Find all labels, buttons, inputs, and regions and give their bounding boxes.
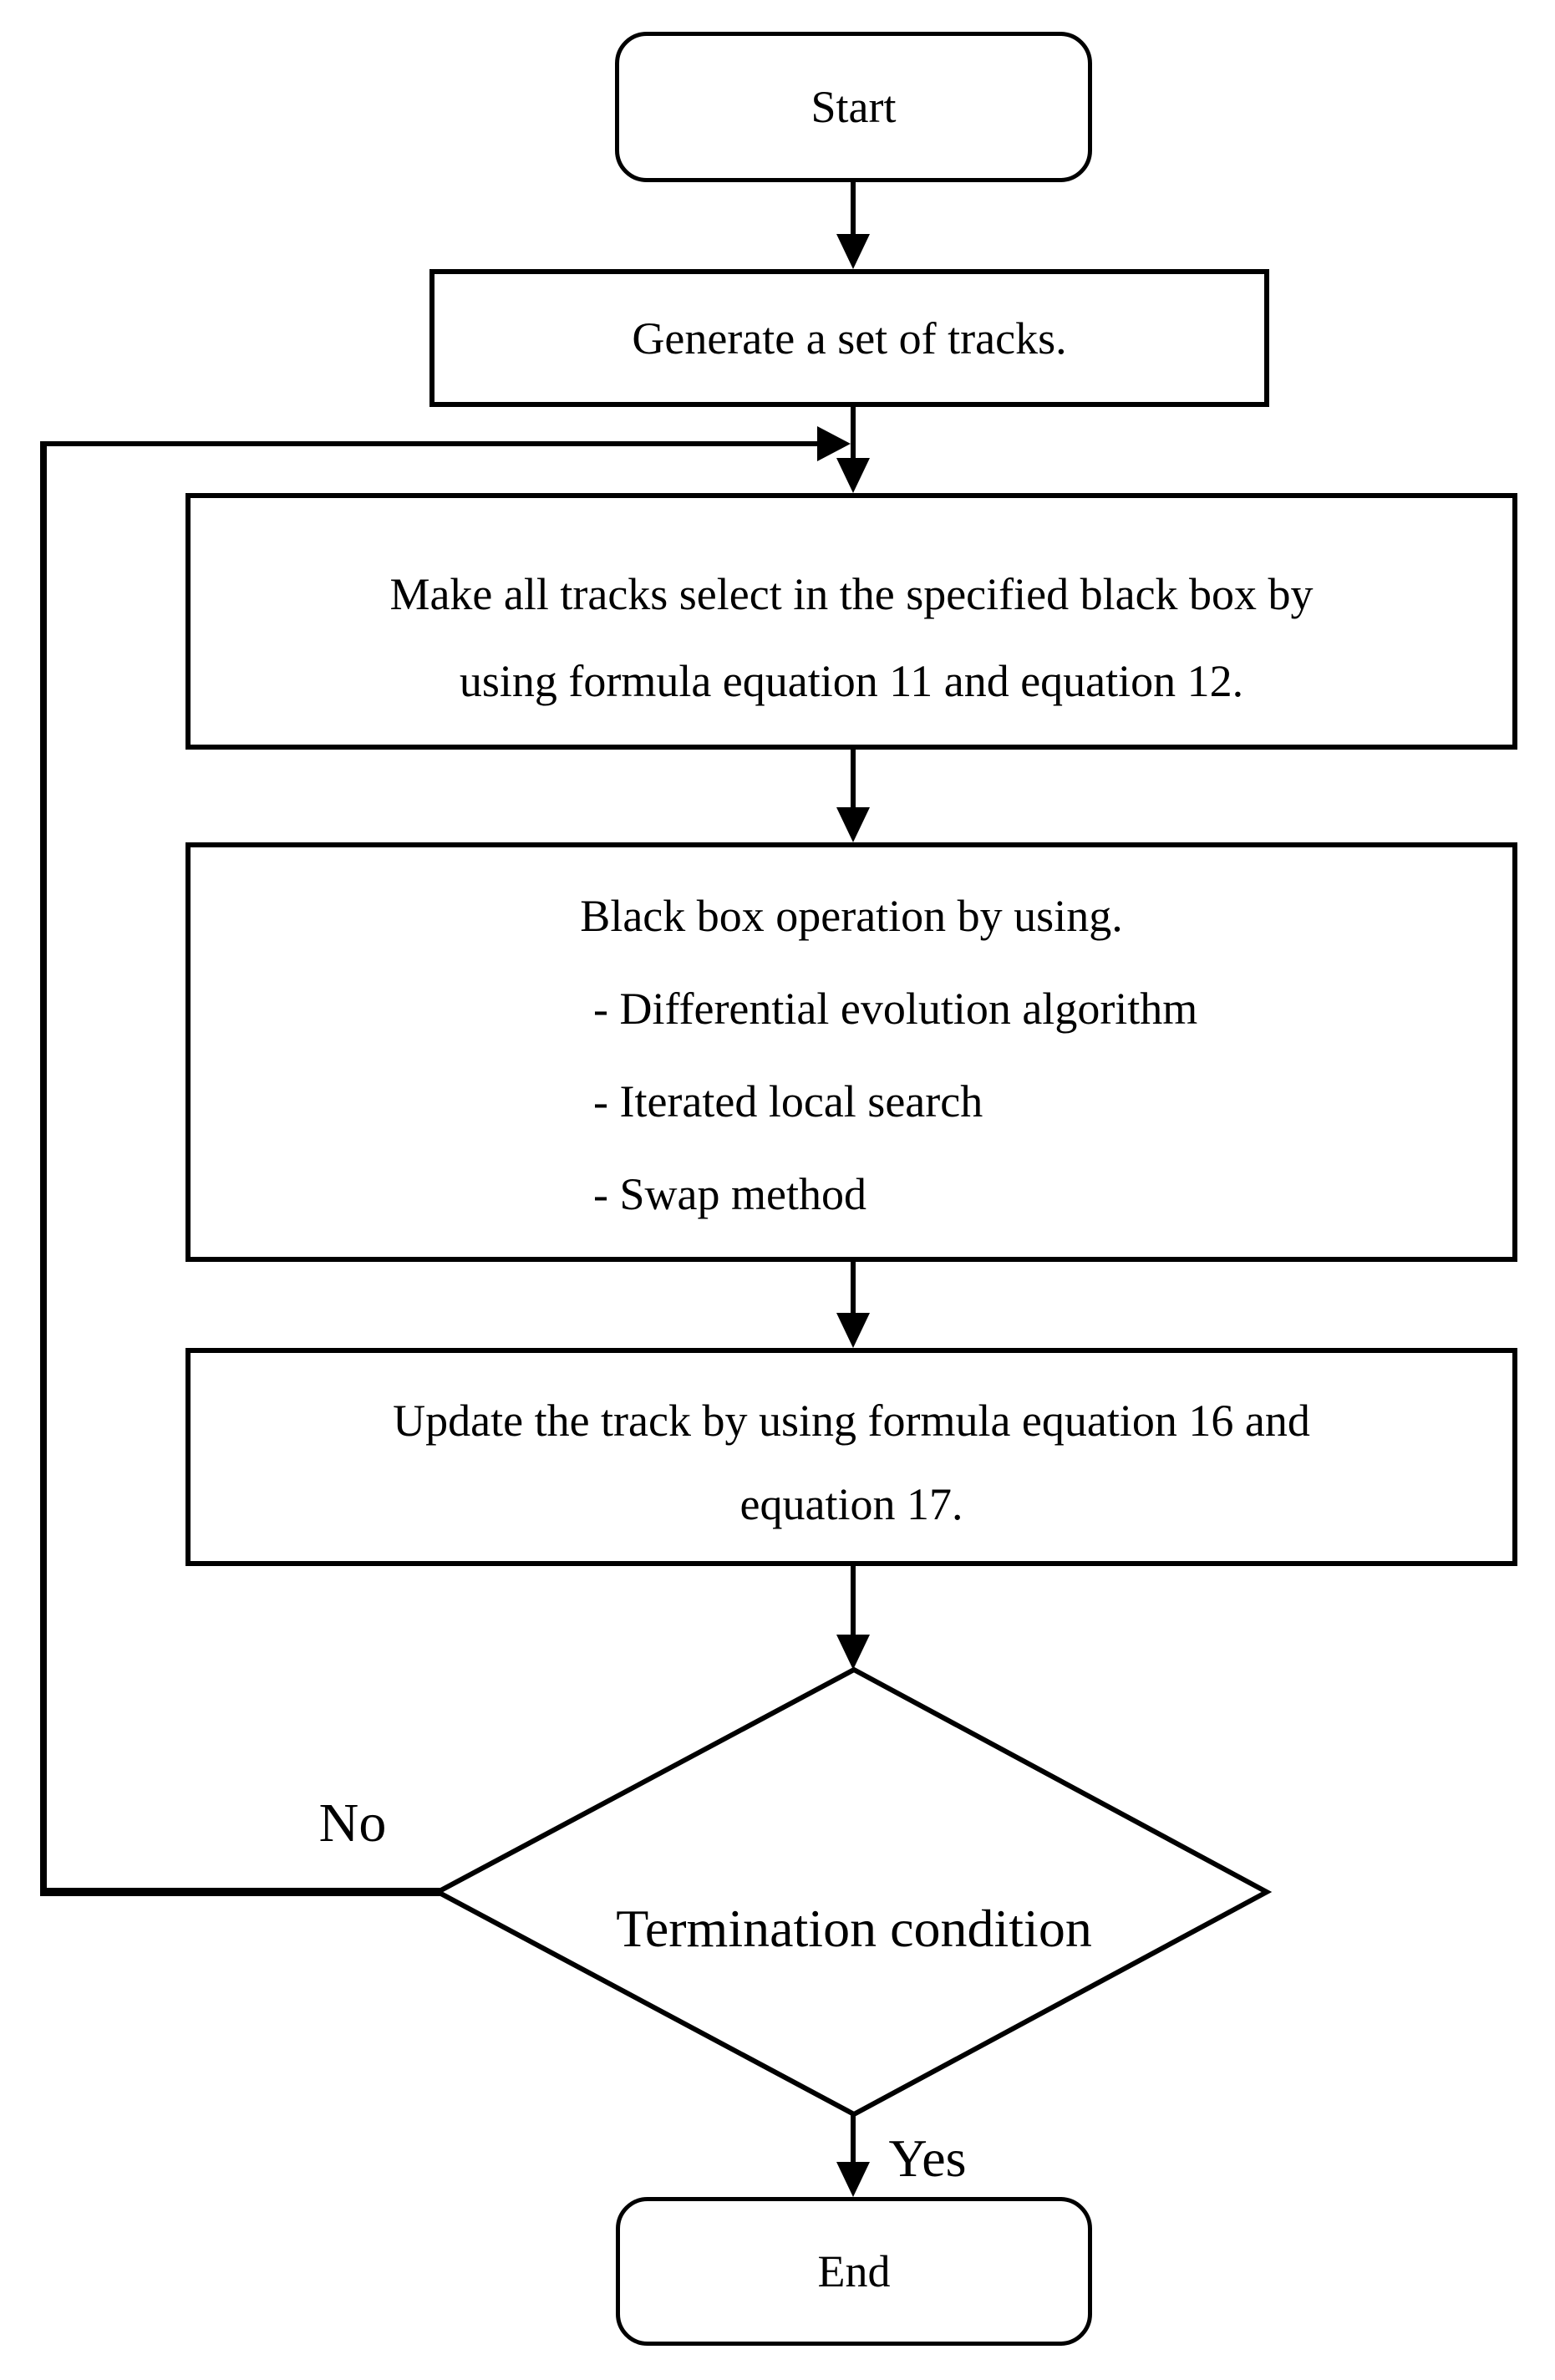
loop-line-top [40,441,817,446]
node-end-label: End [817,2246,891,2296]
node-blackbox-item-iterated-local-search: - Iterated local search [593,1076,983,1126]
loop-line-no-segment [42,1888,443,1896]
node-end: End [616,2197,1092,2346]
node-select-tracks-line2: using formula equation 11 and equation 1… [459,656,1244,706]
connector-select-blackbox-arrowhead [836,807,870,842]
node-termination-decision-label: Termination condition [616,1899,1092,1958]
node-termination-decision-shape [433,1666,1272,2118]
connector-decision-end [851,2114,856,2164]
connector-update-decision-arrowhead [836,1635,870,1670]
node-update-track-line2: equation 17. [739,1479,963,1529]
connector-update-decision [851,1566,856,1636]
node-blackbox-item-swap-method: - Swap method [593,1169,866,1219]
node-blackbox-title: Black box operation by using. [580,891,1123,941]
decision-diamond-outline [433,1666,1272,2118]
connector-start-generate-arrowhead [836,234,870,269]
edge-label-yes: Yes [888,2128,967,2188]
node-blackbox-operation: Black box operation by using. - Differen… [185,842,1517,1262]
node-select-tracks-line1: Make all tracks select in the specified … [389,569,1314,619]
connector-generate-select-arrowhead [836,458,870,493]
node-start-label: Start [811,82,897,132]
connector-generate-select [851,405,856,464]
edge-label-no: No [318,1793,387,1854]
loop-line-arrowhead [817,426,851,461]
node-start: Start [615,32,1092,182]
connector-start-generate [851,181,856,236]
loop-line-left [40,441,47,1896]
connector-select-blackbox [851,750,856,808]
node-update-track-line1: Update the track by using formula equati… [393,1396,1310,1446]
node-select-tracks: Make all tracks select in the specified … [185,493,1517,750]
node-generate-tracks: Generate a set of tracks. [429,269,1269,407]
connector-decision-end-arrowhead [836,2162,870,2197]
connector-blackbox-update-arrowhead [836,1313,870,1348]
node-blackbox-item-differential-evolution: - Differential evolution algorithm [593,984,1198,1034]
node-update-track: Update the track by using formula equati… [185,1348,1517,1566]
node-generate-tracks-label: Generate a set of tracks. [632,313,1067,364]
connector-blackbox-update [851,1262,856,1314]
